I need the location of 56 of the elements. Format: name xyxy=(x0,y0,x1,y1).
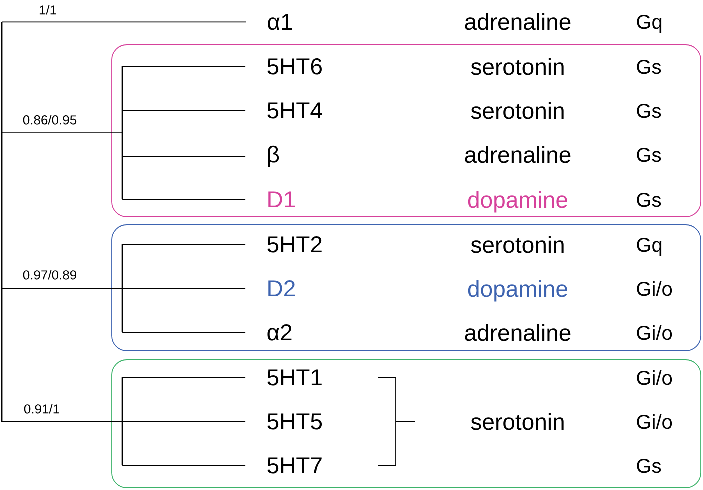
receptor-label: D2 xyxy=(268,280,295,297)
tree-branch-line xyxy=(2,421,123,422)
receptor-label: 5HT2 xyxy=(268,236,322,253)
support-value: 0.91/1 xyxy=(24,404,60,414)
receptor-label: α2 xyxy=(268,324,292,341)
receptor-label: β xyxy=(268,146,280,168)
ligand-label: dopamine xyxy=(468,191,568,213)
tree-branch-line xyxy=(122,288,246,289)
g-protein-label: Gi/o xyxy=(637,282,672,296)
tree-trunk-line xyxy=(1,22,3,422)
support-value: 0.97/0.89 xyxy=(23,270,76,280)
receptor-label: 5HT5 xyxy=(268,414,322,430)
tree-branch-line xyxy=(122,332,246,334)
tree-branch-line xyxy=(122,421,246,422)
ligand-label: adrenaline xyxy=(465,146,571,164)
tree-trunk-line xyxy=(122,244,124,333)
tree-branch-line xyxy=(122,110,246,112)
support-value: 1/1 xyxy=(40,5,56,15)
group-box xyxy=(112,44,702,218)
ligand-label: adrenaline xyxy=(465,324,571,342)
tree-branch-line xyxy=(2,22,246,23)
ligand-label: adrenaline xyxy=(465,13,571,30)
ligand-label: dopamine xyxy=(468,280,568,302)
receptor-label: α1 xyxy=(268,14,292,30)
receptor-label: 5HT7 xyxy=(268,458,322,474)
tree-branch-line xyxy=(122,156,246,158)
g-protein-label: Gq xyxy=(637,15,662,34)
g-protein-label: Gs xyxy=(637,60,662,74)
tree-branch-line xyxy=(2,288,123,289)
tree-branch-line xyxy=(122,244,246,246)
receptor-label: 5HT1 xyxy=(268,370,322,386)
group-box xyxy=(112,360,702,488)
ligand-label: serotonin xyxy=(471,413,564,430)
g-protein-label: Gs xyxy=(637,104,662,118)
g-protein-label: Gi/o xyxy=(637,414,672,430)
tree-branch-line xyxy=(122,377,246,378)
g-protein-label: Gi/o xyxy=(637,326,672,340)
tree-branch-line xyxy=(2,132,123,134)
g-protein-label: Gq xyxy=(637,238,662,256)
tree-branch-line xyxy=(122,66,246,68)
receptor-label: 5HT6 xyxy=(268,58,322,75)
tree-branch-line xyxy=(122,199,246,200)
support-value: 0.86/0.95 xyxy=(23,115,77,125)
tree-trunk-line xyxy=(122,378,124,466)
ligand-label: serotonin xyxy=(471,58,564,76)
tree-trunk-line xyxy=(122,66,124,200)
ligand-label: serotonin xyxy=(471,236,564,254)
tree-branch-line xyxy=(122,465,246,466)
receptor-label: D1 xyxy=(268,192,296,208)
g-protein-label: Gs xyxy=(637,459,662,474)
receptor-label: 5HT4 xyxy=(268,102,322,119)
g-protein-label: Gs xyxy=(637,148,662,162)
group-box xyxy=(112,224,702,352)
g-protein-label: Gs xyxy=(637,193,662,208)
g-protein-label: Gi/o xyxy=(637,370,672,386)
ligand-label: serotonin xyxy=(471,102,564,120)
